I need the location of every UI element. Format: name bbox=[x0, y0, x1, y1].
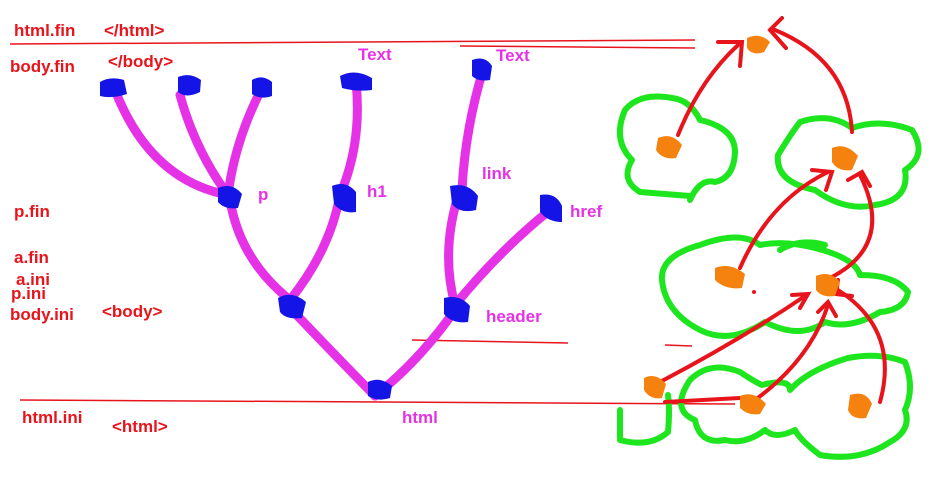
arrow-7 bbox=[836, 288, 887, 404]
orange-node-2 bbox=[656, 136, 682, 159]
header-line-right bbox=[664, 344, 693, 347]
red-dot bbox=[752, 290, 756, 294]
green-scribbles bbox=[616, 93, 922, 460]
branch-link-text bbox=[457, 65, 488, 195]
branch-header-href bbox=[450, 205, 555, 310]
green-blob-3-inner bbox=[777, 239, 828, 253]
arrow-4 bbox=[828, 173, 875, 280]
arrow-6 bbox=[753, 303, 830, 402]
branch-body-h1 bbox=[285, 190, 345, 305]
arrow-1 bbox=[676, 43, 740, 137]
label-p-fin: p.fin bbox=[14, 202, 50, 221]
node-href bbox=[540, 194, 562, 222]
node-p-child2 bbox=[178, 75, 201, 96]
green-blob-5 bbox=[678, 352, 913, 460]
label-a-fin: a.fin bbox=[14, 248, 49, 267]
arrow-4-head bbox=[846, 169, 872, 188]
tree-label-href: href bbox=[570, 202, 602, 221]
node-text2 bbox=[472, 58, 492, 81]
node-text1 bbox=[340, 72, 372, 91]
arrow-3-head bbox=[810, 168, 835, 192]
tree-labels: Text Text p h1 link href header html bbox=[258, 45, 602, 427]
tree-label-text1: Text bbox=[358, 45, 392, 64]
arrow-5 bbox=[658, 294, 807, 384]
html-fin-line-right bbox=[459, 45, 696, 49]
arrow-8 bbox=[663, 396, 742, 404]
tag-body-open: <body> bbox=[102, 302, 163, 321]
branch-body-p bbox=[225, 195, 295, 305]
orange-nodes bbox=[644, 35, 872, 419]
dom-tree bbox=[110, 65, 555, 401]
arrow-1-head bbox=[716, 40, 745, 68]
orange-node-6 bbox=[644, 376, 666, 399]
node-body bbox=[278, 294, 306, 319]
label-p-ini: p.ini bbox=[11, 284, 46, 303]
green-blob-1a bbox=[616, 93, 693, 199]
header-line bbox=[411, 339, 569, 344]
branch-p-child2 bbox=[175, 90, 233, 200]
branch-p-child1 bbox=[110, 85, 233, 200]
node-header bbox=[444, 297, 470, 323]
branch-h1-text bbox=[337, 77, 362, 195]
tree-label-p: p bbox=[258, 185, 268, 204]
node-p bbox=[218, 186, 242, 209]
html-fin-line bbox=[9, 39, 696, 45]
arrow-2 bbox=[773, 28, 854, 134]
tree-label-h1: h1 bbox=[367, 182, 387, 201]
node-p-child3 bbox=[252, 77, 272, 98]
branch-p-child3 bbox=[223, 83, 267, 200]
tag-html-open: <html> bbox=[112, 417, 168, 436]
node-html bbox=[368, 379, 392, 400]
arrow-3 bbox=[738, 170, 830, 270]
tree-label-text2: Text bbox=[496, 46, 530, 65]
orange-node-5 bbox=[816, 274, 840, 297]
green-blob-4 bbox=[617, 392, 672, 446]
html-ini-line bbox=[19, 399, 736, 405]
tree-nodes bbox=[100, 58, 562, 400]
label-body-ini: body.ini bbox=[10, 305, 74, 324]
tag-body-close: </body> bbox=[108, 52, 173, 71]
orange-node-4 bbox=[715, 266, 745, 289]
tree-label-html: html bbox=[402, 408, 438, 427]
reference-lines bbox=[9, 39, 736, 405]
node-link bbox=[450, 185, 478, 212]
green-blob-2 bbox=[774, 115, 922, 210]
orange-node-8 bbox=[848, 393, 872, 419]
tag-html-close: </html> bbox=[104, 21, 165, 40]
left-labels: html.fin body.fin p.fin a.fin a.ini p.in… bbox=[10, 21, 82, 427]
arrow-6-head bbox=[816, 298, 838, 318]
arrow-5-head bbox=[790, 291, 812, 310]
node-h1 bbox=[332, 184, 356, 213]
orange-node-1 bbox=[747, 35, 770, 54]
branch-html-body bbox=[285, 303, 380, 401]
label-html-ini: html.ini bbox=[22, 408, 82, 427]
orange-node-7 bbox=[740, 394, 766, 415]
tree-label-link: link bbox=[482, 164, 512, 183]
arrow-2-head bbox=[767, 16, 788, 50]
node-p-child1 bbox=[100, 78, 127, 98]
orange-node-3 bbox=[832, 146, 858, 171]
tag-labels: </html> </body> <body> <html> bbox=[102, 21, 173, 436]
label-html-fin: html.fin bbox=[14, 21, 75, 40]
green-blob-1b bbox=[669, 95, 738, 203]
red-arrows bbox=[658, 16, 887, 404]
label-a-ini: a.ini bbox=[16, 270, 50, 289]
label-body-fin: body.fin bbox=[10, 57, 75, 76]
tree-label-header: header bbox=[486, 307, 542, 326]
